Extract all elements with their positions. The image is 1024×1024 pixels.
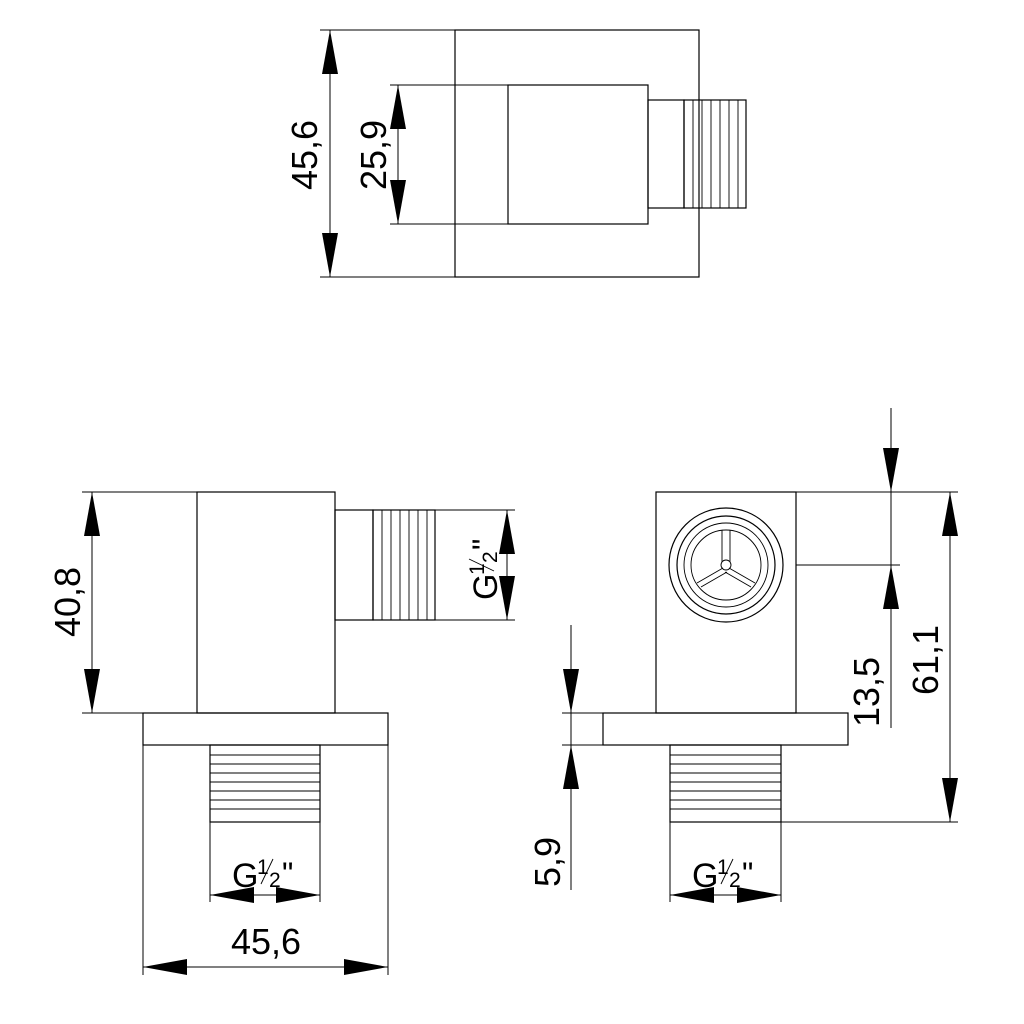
thread-den: 2: [479, 551, 502, 563]
side-view-body: [655, 491, 797, 714]
svg-text:G: G: [232, 857, 258, 895]
dim-side-total: 61,1: [905, 625, 946, 695]
dim-top-width: 45,6: [284, 120, 325, 190]
dim-front-height: 40,8: [47, 567, 88, 637]
front-view-base-thread: [209, 744, 321, 823]
top-view-outlet-neck: [647, 99, 685, 209]
front-base-thread-label: G 1 2 ": [232, 856, 293, 895]
svg-text:1: 1: [257, 856, 269, 879]
top-view-body: [454, 29, 700, 278]
dim-flange: 5,9: [527, 837, 568, 887]
front-view-outlet-thread-lines: [381, 510, 428, 620]
svg-text:": ": [282, 856, 293, 892]
svg-text:2: 2: [729, 869, 741, 892]
front-view-flange: [142, 712, 389, 746]
thread-mark: ": [466, 539, 502, 550]
side-view-base-thread-lines: [670, 754, 781, 810]
svg-text:": ": [742, 856, 753, 892]
front-view-outlet-neck: [334, 509, 374, 621]
dim-top-inner: 25,9: [353, 120, 394, 190]
svg-text:G: G: [692, 857, 718, 895]
top-view: 45,6 25,9: [284, 29, 747, 278]
top-view-thread-lines: [692, 100, 739, 208]
front-view-base-thread-lines: [210, 754, 320, 810]
top-view-inner-square: [507, 84, 649, 225]
dim-side-offset: 13,5: [846, 657, 887, 727]
side-view-base-thread: [669, 744, 782, 823]
thread-num: 1: [466, 563, 489, 575]
side-view-flange: [602, 712, 849, 746]
side-view-outlet-port: [668, 507, 784, 623]
svg-text:2: 2: [269, 869, 281, 892]
thread-letter: G: [467, 574, 505, 600]
side-view: 13,5 61,1 5,9 G 1 2 ": [527, 408, 958, 903]
top-view-outlet-thread: [683, 99, 747, 209]
side-base-thread-label: G 1 2 ": [692, 856, 753, 895]
front-view-body: [196, 491, 336, 714]
front-view: 40,8 G 1 2 " G 1 2 " 45,6: [47, 491, 515, 975]
front-view-outlet-thread: [372, 509, 436, 621]
svg-text:1: 1: [717, 856, 729, 879]
front-outlet-thread-label: G 1 2 ": [466, 539, 505, 600]
dim-base-width: 45,6: [231, 921, 301, 962]
